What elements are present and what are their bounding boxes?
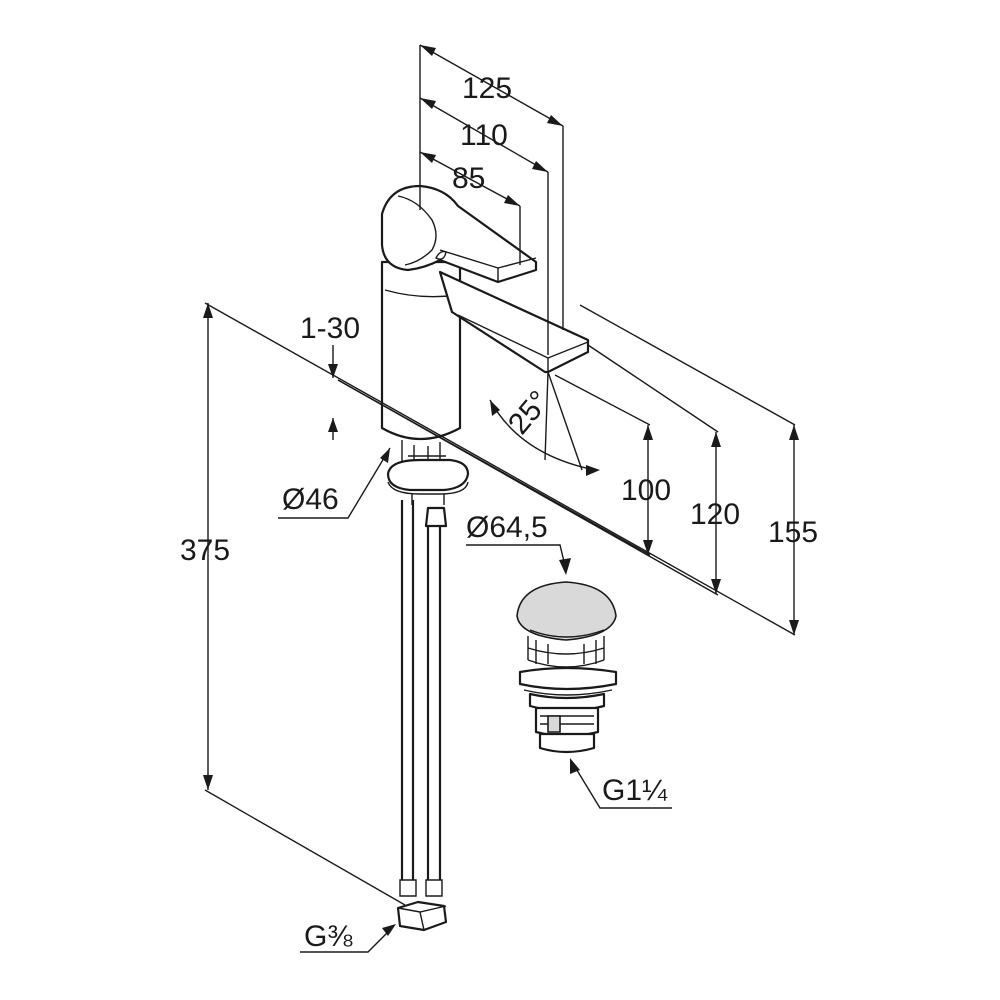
dim-diameter-64-5: Ø64,5 — [466, 511, 548, 544]
dim-85: 85 — [452, 162, 485, 195]
supply-hoses — [396, 500, 448, 932]
dimension-labels: 125 110 85 1-30 25° 100 120 155 375 Ø46 … — [180, 72, 818, 953]
dim-thread-g3-8: G⅜ — [304, 920, 353, 953]
dim-125: 125 — [462, 72, 512, 105]
waste-valve — [516, 581, 618, 754]
dim-155: 155 — [768, 516, 818, 549]
dimension-lines — [204, 44, 796, 953]
dim-375: 375 — [180, 534, 230, 567]
mounting-base — [386, 440, 470, 528]
dim-1-30: 1-30 — [300, 312, 360, 345]
dimension-arrowheads — [203, 45, 799, 936]
mixer-body — [380, 260, 590, 441]
dim-angle-25: 25° — [502, 385, 556, 441]
dim-100: 100 — [621, 474, 671, 507]
dim-thread-g1-1-4: G1¼ — [602, 774, 668, 807]
dim-120: 120 — [690, 498, 740, 531]
dim-110: 110 — [460, 119, 508, 152]
dim-diameter-46: Ø46 — [282, 483, 339, 516]
